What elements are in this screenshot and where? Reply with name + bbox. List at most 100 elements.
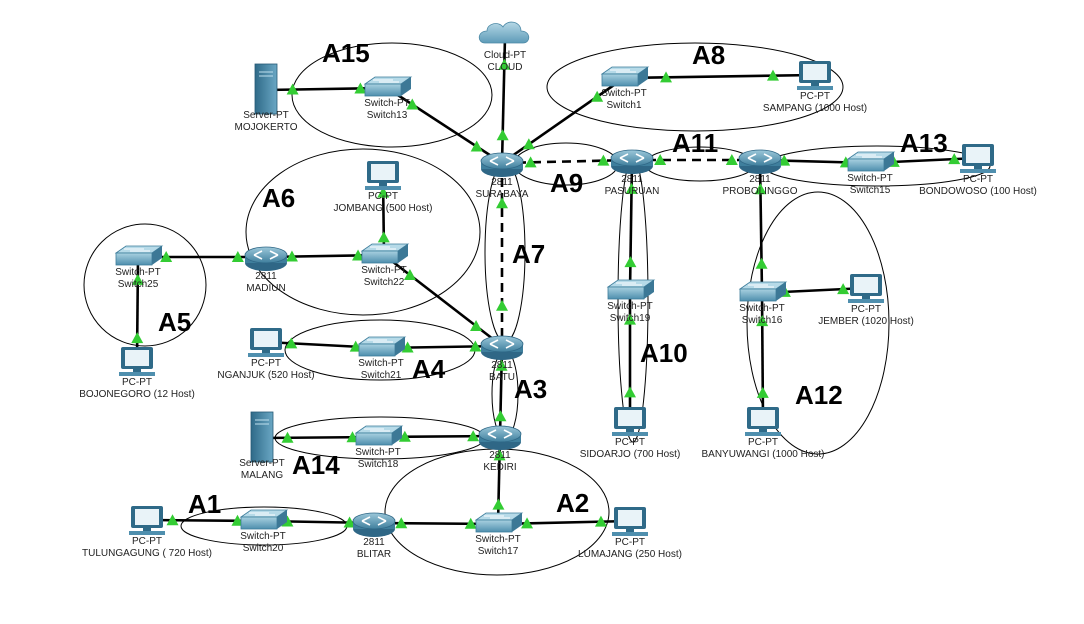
link-line (383, 253, 503, 348)
link-line (501, 76, 625, 165)
area-a15-ellipse (291, 42, 493, 148)
cloud-device[interactable] (478, 21, 530, 44)
router-kediri-device[interactable] (478, 425, 522, 450)
device-type-label: Switch-PT (358, 358, 404, 369)
switch1-device[interactable] (600, 66, 650, 87)
link-up-indicator (285, 337, 298, 349)
device-name-label: Switch15 (850, 185, 891, 196)
link-up-indicator (591, 90, 604, 102)
area-label: A10 (640, 338, 688, 368)
device-name-label: PROBOLINGGO (722, 186, 797, 197)
router-probolinggo-device[interactable] (738, 149, 782, 174)
device-type-label: Server-PT (243, 110, 289, 121)
router-surabaya-device[interactable] (480, 152, 524, 177)
device-name-label: SIDOARJO (700 Host) (580, 449, 681, 460)
link-up-indicator (725, 154, 738, 165)
switch15-device[interactable] (846, 151, 896, 172)
area-label: A5 (158, 307, 191, 337)
link-status-layer (131, 58, 961, 529)
server-mojokerto-device[interactable] (254, 63, 278, 115)
pc-tulungagung-device[interactable] (129, 506, 165, 535)
switch20-device[interactable] (239, 509, 289, 530)
link-up-indicator (166, 514, 179, 526)
link-up-indicator (403, 269, 416, 281)
link-up-indicator (464, 517, 477, 529)
device-name-label: BONDOWOSO (100 Host) (919, 186, 1037, 197)
link-up-indicator (496, 299, 508, 311)
switch18-device[interactable] (354, 425, 404, 446)
link-up-indicator (660, 71, 673, 83)
switch19-device[interactable] (606, 279, 656, 300)
pc-nganjuk-device[interactable] (248, 328, 284, 357)
device-name-label: Switch19 (610, 313, 651, 324)
switch16-device[interactable] (738, 281, 788, 302)
device-name-label: BOJONEGORO (12 Host) (79, 389, 195, 400)
device-type-label: 2811 (363, 537, 385, 548)
device-type-label: Switch-PT (361, 265, 407, 276)
link-up-indicator (498, 58, 511, 70)
area-label: A13 (900, 128, 948, 158)
link-up-indicator (492, 498, 505, 510)
link-line (500, 36, 507, 164)
pc-sampang-device[interactable] (797, 61, 833, 90)
router-madiun-device[interactable] (244, 246, 288, 271)
link-up-indicator (524, 156, 537, 168)
switch22-device[interactable] (360, 243, 410, 264)
link-up-indicator (625, 182, 638, 194)
device-type-label: PC-PT (132, 536, 162, 547)
link-up-indicator (377, 186, 390, 198)
device-type-label: PC-PT (251, 358, 281, 369)
link-up-indicator (398, 430, 411, 442)
router-pasuruan-device[interactable] (610, 149, 654, 174)
server-malang-device[interactable] (250, 411, 274, 463)
pc-sidoarjo-device[interactable] (612, 407, 648, 436)
pc-jombang-device[interactable] (365, 161, 401, 190)
device-name-label: LUMAJANG (250 Host) (578, 549, 682, 560)
device-name-label: KEDIRI (483, 462, 516, 473)
link-up-indicator (231, 514, 244, 526)
pc-bojonegoro-device[interactable] (119, 347, 155, 376)
pc-jember-device[interactable] (848, 274, 884, 303)
device-type-label: Server-PT (239, 458, 285, 469)
pc-bondowoso-device[interactable] (960, 144, 996, 173)
switch25-device[interactable] (114, 245, 164, 266)
switch17-device[interactable] (474, 512, 524, 533)
link-line (386, 86, 503, 165)
area-a5-ellipse (83, 223, 207, 347)
link-up-indicator (624, 386, 636, 398)
link-up-indicator (470, 140, 483, 152)
device-type-label: Switch-PT (739, 303, 785, 314)
link-up-indicator (354, 82, 367, 94)
device-type-label: Switch-PT (847, 173, 893, 184)
link-up-indicator (948, 153, 961, 165)
device-name-label: Switch21 (361, 370, 402, 381)
device-type-label: 2811 (489, 450, 511, 461)
device-type-label: PC-PT (615, 537, 645, 548)
device-type-label: PC-PT (851, 304, 881, 315)
router-batu-device[interactable] (480, 335, 524, 360)
area-a10-ellipse (617, 157, 649, 443)
area-label: A4 (412, 354, 446, 384)
router-blitar-device[interactable] (352, 512, 396, 537)
device-name-label: JOMBANG (500 Host) (334, 203, 433, 214)
link-up-indicator (778, 154, 791, 166)
pc-banyuwangi-device[interactable] (745, 407, 781, 436)
switch21-device[interactable] (357, 336, 407, 357)
link-up-indicator (766, 69, 779, 81)
link-up-indicator (160, 251, 173, 262)
link-up-indicator (493, 449, 506, 461)
area-label: A6 (262, 183, 295, 213)
device-name-label: Switch22 (364, 277, 405, 288)
device-type-label: 2811 (749, 174, 771, 185)
link-up-indicator (467, 430, 480, 442)
area-label: A9 (550, 168, 583, 198)
pc-lumajang-device[interactable] (612, 507, 648, 536)
link-line (758, 159, 764, 294)
area-labels: A15 A8 A6 A5 A9 A11 A13 A7 A10 A12 A4 A3… (158, 38, 948, 519)
link-up-indicator (496, 129, 509, 141)
device-type-label: Switch-PT (240, 531, 286, 542)
link-up-indicator (654, 154, 667, 165)
switch13-device[interactable] (363, 76, 413, 97)
link-up-indicator (131, 273, 144, 285)
